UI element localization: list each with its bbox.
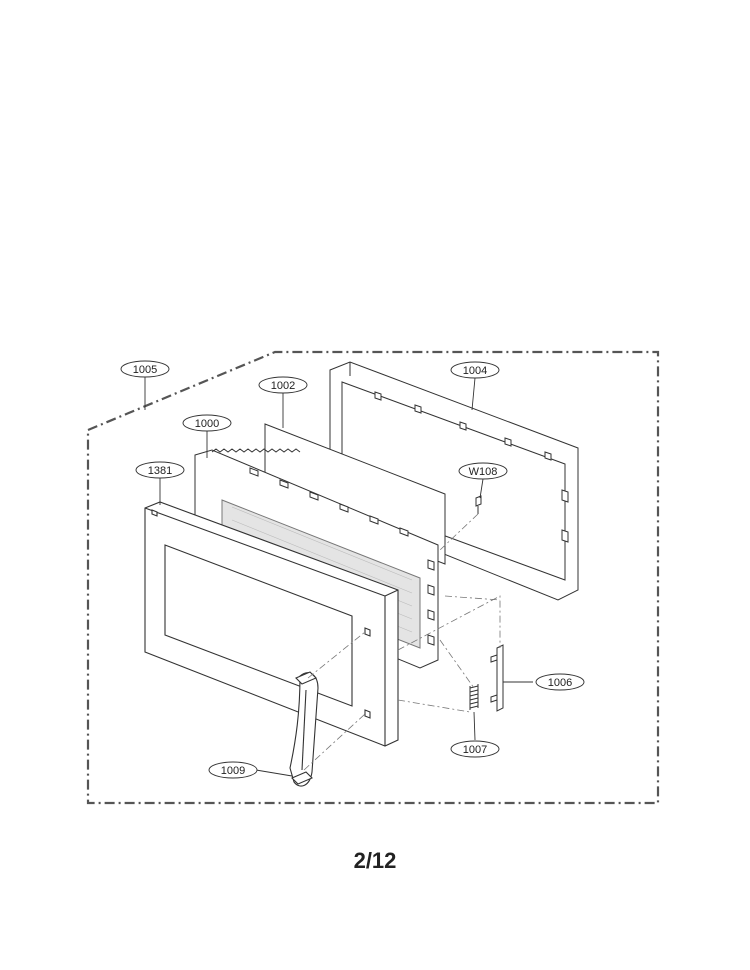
svg-text:1007: 1007 bbox=[463, 744, 487, 756]
part-label-1000: 1000 bbox=[182, 414, 232, 432]
svg-text:1002: 1002 bbox=[271, 380, 295, 392]
door-handle-1009 bbox=[289, 671, 319, 787]
assembly-guide-lines bbox=[303, 513, 501, 771]
part-label-1009: 1009 bbox=[208, 761, 258, 779]
page-number: 2/12 bbox=[353, 848, 397, 873]
svg-text:1000: 1000 bbox=[195, 418, 219, 430]
part-label-1004: 1004 bbox=[450, 361, 500, 379]
spring-1007 bbox=[469, 684, 479, 710]
part-label-1006: 1006 bbox=[535, 673, 585, 691]
latch-lever-1006 bbox=[490, 644, 504, 712]
svg-text:1005: 1005 bbox=[133, 364, 157, 376]
part-label-1002: 1002 bbox=[258, 376, 308, 394]
part-label-w108: W108 bbox=[458, 462, 508, 480]
part-label-1381: 1381 bbox=[135, 461, 185, 479]
door-frame-1004 bbox=[329, 361, 579, 601]
assembly-boundary bbox=[86, 350, 660, 805]
svg-text:1006: 1006 bbox=[548, 677, 572, 689]
leader-lines bbox=[144, 377, 533, 777]
part-label-1005: 1005 bbox=[120, 360, 170, 378]
screw-w108 bbox=[475, 495, 482, 514]
svg-text:1381: 1381 bbox=[148, 465, 172, 477]
svg-text:1004: 1004 bbox=[463, 365, 487, 377]
svg-text:1009: 1009 bbox=[221, 765, 245, 777]
svg-text:W108: W108 bbox=[469, 466, 498, 478]
part-label-1007: 1007 bbox=[450, 740, 500, 758]
